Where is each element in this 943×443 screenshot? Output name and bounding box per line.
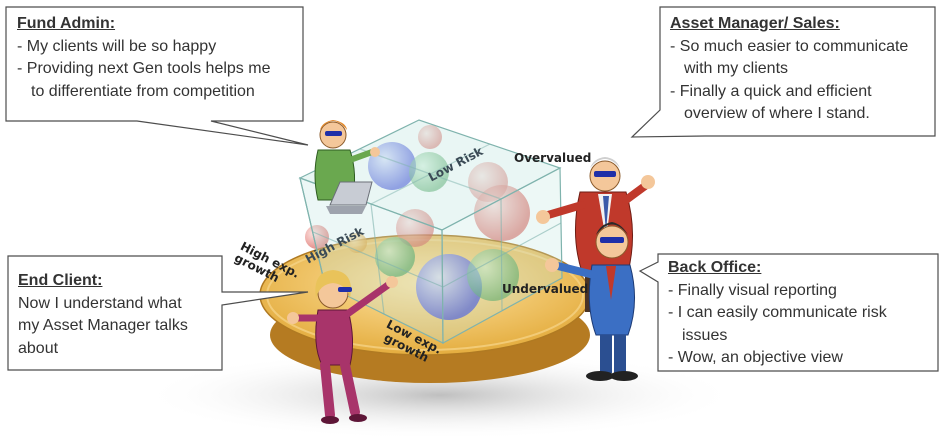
back-office-line: - Finally visual reporting	[668, 281, 837, 299]
floor-shadow	[140, 350, 740, 440]
back-office-figure	[545, 222, 638, 381]
bubble	[416, 254, 482, 320]
undervalued-label: Undervalued	[502, 282, 589, 296]
fund-admin-figure	[314, 120, 380, 214]
back-office-text: Back Office: - Finally visual reporting …	[668, 257, 887, 370]
bubble	[396, 209, 434, 247]
fund-admin-line: - My clients will be so happy	[17, 37, 217, 55]
end-client-line: my Asset Manager talks	[18, 317, 188, 334]
fund-admin-line: to differentiate from competition	[31, 82, 255, 100]
fund-admin-text: Fund Admin: - My clients will be so happ…	[17, 13, 270, 103]
valuation-cube	[298, 119, 563, 345]
bubble	[467, 249, 519, 301]
back-office-line: - I can easily communicate risk	[668, 304, 887, 321]
bubble	[368, 142, 416, 190]
end-client-line: about	[18, 339, 59, 357]
bubble	[375, 237, 415, 277]
asset-manager-callout	[630, 6, 936, 138]
asset-manager-line: - So much easier to communicate	[670, 37, 909, 55]
back-office-callout	[638, 253, 939, 372]
back-office-title: Back Office:	[668, 259, 762, 276]
overvalued-label: Overvalued	[514, 151, 592, 165]
asset-manager-text: Asset Manager/ Sales: - So much easier t…	[670, 13, 908, 126]
fund-admin-title: Fund Admin:	[17, 15, 116, 32]
bubble	[305, 225, 329, 249]
fund-admin-line: - Providing next Gen tools helps me	[17, 60, 271, 77]
end-client-text: End Client: Now I understand what my Ass…	[18, 270, 188, 360]
back-office-line: - Wow, an objective view	[668, 349, 843, 366]
end-client-title: End Client:	[18, 272, 103, 289]
end-client-figure	[287, 270, 398, 424]
bubble	[474, 185, 530, 241]
asset-manager-title: Asset Manager/ Sales:	[670, 15, 840, 32]
bubble	[409, 152, 449, 192]
asset-manager-line: overview of where I stand.	[684, 105, 870, 122]
asset-manager-line: with my clients	[684, 60, 789, 77]
end-client-line: Now I understand what	[18, 294, 182, 312]
bubble	[418, 125, 442, 149]
fund-admin-callout	[5, 6, 309, 146]
asset-manager-line: - Finally a quick and efficient	[670, 82, 872, 100]
end-client-callout	[7, 255, 309, 371]
risk-bubbles	[305, 125, 530, 320]
back-office-line: issues	[682, 326, 728, 344]
